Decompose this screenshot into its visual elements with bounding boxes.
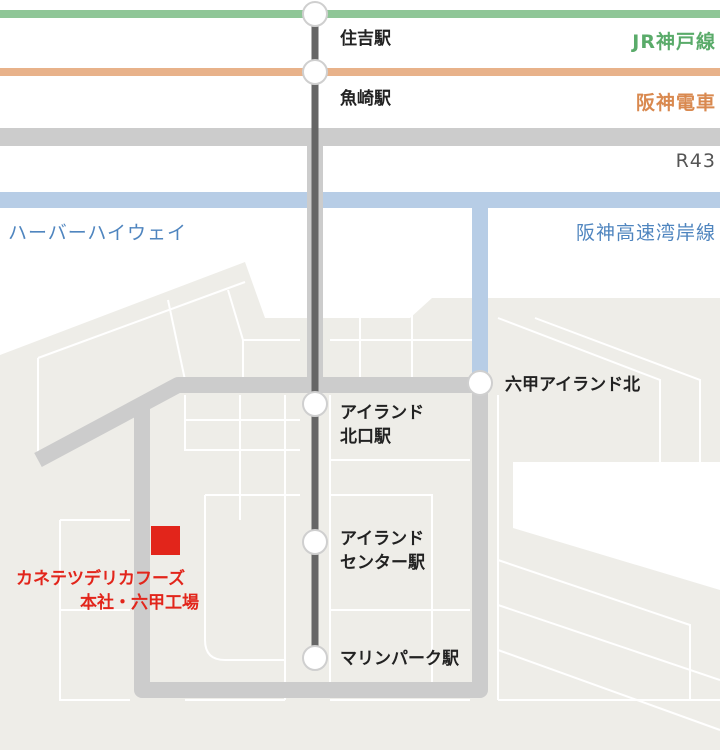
sumiyoshi-station-label: 住吉駅 — [340, 29, 391, 49]
island-kitaguchi-label-line2: 北口駅 — [340, 427, 391, 447]
uozaki-station-label: 魚崎駅 — [340, 89, 391, 109]
island-center-label-line1: アイランド — [340, 529, 425, 549]
island-kitaguchi-station-marker[interactable] — [302, 391, 328, 417]
sea-inlet — [513, 462, 720, 590]
jr-line-label: JR神戸線 — [632, 31, 716, 53]
island-blocks — [37, 281, 720, 731]
bayshore-expressway-label: 阪神高速湾岸線 — [575, 222, 716, 244]
uozaki-station-marker[interactable] — [302, 59, 328, 85]
route-43-label: R43 — [675, 150, 716, 172]
factory-label-line2: 本社・六甲工場 — [80, 593, 199, 613]
factory-marker[interactable] — [151, 526, 180, 555]
rokko-island-kita-label: 六甲アイランド北 — [505, 375, 641, 395]
marine-park-station-marker[interactable] — [302, 645, 328, 671]
harbor-highway-label: ハーバーハイウェイ — [8, 222, 188, 244]
factory-label-line1: カネテツデリカフーズ — [16, 569, 186, 589]
island-kitaguchi-label-line1: アイランド — [340, 403, 425, 423]
rokko-island-kita-marker[interactable] — [467, 370, 493, 396]
hanshin-line-label: 阪神電車 — [635, 92, 716, 114]
island-center-label-line2: センター駅 — [340, 553, 425, 573]
sumiyoshi-station-marker[interactable] — [302, 1, 328, 27]
island-center-station-marker[interactable] — [302, 529, 328, 555]
marine-park-label: マリンパーク駅 — [340, 649, 459, 669]
